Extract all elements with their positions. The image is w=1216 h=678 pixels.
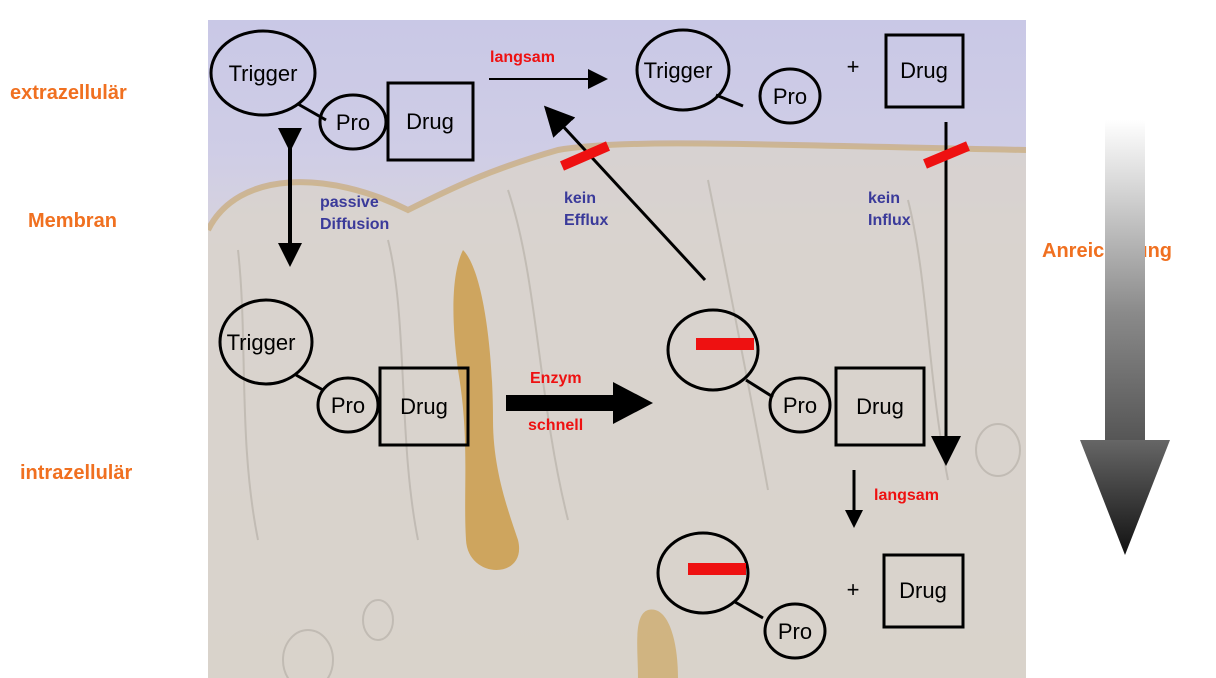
pro-label-top-right: Pro [773,84,807,109]
drug-label-top-right: Drug [900,58,948,83]
passive-label-2: Diffusion [320,216,389,233]
trigger-label-mid-left: Trigger [227,330,296,355]
pro-label-mid-right: Pro [783,393,817,418]
kein-influx-label-2: Influx [868,212,911,229]
drug-label-bottom: Drug [899,578,947,603]
diagram-panel: Trigger Pro Drug passive Diffusion langs… [208,20,1026,678]
pro-label-top-left: Pro [336,110,370,135]
langsam-bottom-label: langsam [874,487,939,504]
trigger-label-top-right: Trigger [644,58,713,83]
diagram-svg: Trigger Pro Drug passive Diffusion langs… [208,20,1026,678]
trigger-label-top-left: Trigger [229,61,298,86]
kein-efflux-label-1: kein [564,190,596,207]
label-intrazellular: intrazellulär [20,462,132,485]
schnell-label: schnell [528,417,583,434]
drug-label-mid-left: Drug [400,394,448,419]
plus-top: + [847,54,860,79]
drug-label-top-left: Drug [406,109,454,134]
kein-efflux-label-2: Efflux [564,212,609,229]
pro-label-mid-left: Pro [331,393,365,418]
plus-bottom: + [847,577,860,602]
label-membran: Membran [28,210,117,233]
negative-charge-bar-bottom [688,563,746,575]
passive-label-1: passive [320,194,379,211]
negative-charge-bar-mid [696,338,754,350]
label-extrazellular: extrazellulär [10,82,127,105]
enzym-label: Enzym [530,370,582,387]
enrichment-gradient-arrow [1080,120,1170,560]
kein-influx-label-1: kein [868,190,900,207]
drug-label-mid-right: Drug [856,394,904,419]
langsam-top-label: langsam [490,49,555,66]
pro-label-bottom: Pro [778,619,812,644]
